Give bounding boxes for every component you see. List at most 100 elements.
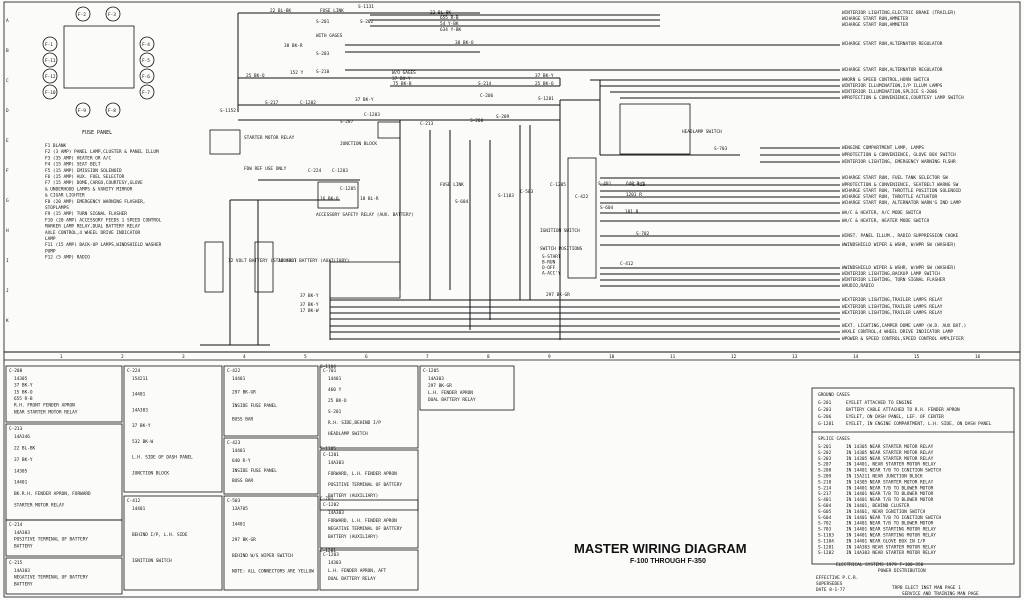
- connector-line: 37 BK-Y: [132, 423, 151, 429]
- ground-desc: EYELET, IN ENGINE COMPARTMENT, L.H. SIDE…: [846, 421, 992, 427]
- connector-line: 14A303: [132, 407, 148, 413]
- fuse-circle: [139, 36, 155, 52]
- wire-label: C-503: [520, 189, 534, 195]
- sheet-border: [3, 1, 1021, 598]
- fuse-circle: [139, 52, 155, 68]
- fuse-list-line: F1 BLANK: [45, 143, 67, 149]
- wire-label: S-203: [316, 51, 330, 57]
- connector-line: 14401: [328, 376, 342, 382]
- wire-label: S-702: [636, 231, 650, 237]
- wire-label: S-1201: [538, 96, 554, 102]
- circuit-label: WA/C & HEATER, HEATER MODE SWITCH: [842, 218, 930, 224]
- headlamp-switch-label: HEADLAMP SWITCH: [682, 129, 722, 135]
- wire-label: 75 BK-B: [393, 81, 412, 87]
- wire-label: C-206: [480, 93, 494, 99]
- grid-number: 14: [853, 354, 859, 360]
- connector-line: 640 R-Y: [232, 458, 251, 464]
- ignition-switch-box: [567, 157, 597, 279]
- wire-label: C-1205: [340, 186, 356, 192]
- circuit-label: WINST. PANEL ILLUM., RADIO SUPPRESSION C…: [842, 233, 959, 239]
- wire-label: C-422: [575, 194, 589, 200]
- wire-label: 22 BL-BK: [270, 8, 292, 14]
- grid-letter: B: [6, 48, 9, 54]
- fuse-circle: [42, 52, 58, 68]
- fuse-list-line: F5 (15 AMP) EMISSION SOLENOID: [45, 168, 122, 174]
- fuse-label: F-9: [78, 108, 86, 114]
- wire-label: 655 R-B: [440, 15, 459, 21]
- splice-id: S-703: [818, 527, 832, 533]
- connector-line: 460 Y: [328, 387, 342, 393]
- circuit-label: WCHARGE START RUN,AMMETER: [842, 22, 908, 28]
- grid-number: 8: [487, 354, 490, 360]
- connector-line: JUNCTION BLOCK: [132, 470, 169, 476]
- ignition-switch-label: IGNITION SWITCH: [540, 228, 580, 234]
- circuit-label: WCHARGE START RUN,AMMETER: [842, 16, 908, 22]
- connector-id: C-1201: [323, 452, 339, 458]
- connector-line: L.H. SIDE OF DASH PANEL: [132, 455, 193, 461]
- connector-line: R.H. SIDE,BEHIND I/P: [328, 420, 381, 426]
- fuse-list-line: F9 (15 AMP) TURN SIGNAL FLASHER: [45, 211, 127, 217]
- wire-label: S-207: [340, 119, 354, 125]
- connector-line: 13A705: [232, 506, 248, 512]
- connector-id: C-215: [9, 560, 23, 566]
- connector-line: BUSS BAR: [232, 478, 254, 484]
- splice-id: S-1104: [818, 538, 834, 544]
- fuse-list-line: F11 (15 AMP) BACK-UP LAMPS,WINDSHIELD WA…: [45, 242, 162, 248]
- splice-desc: IN 14305 NEAR STARTER MOTOR RELAY: [846, 479, 934, 485]
- wire-label: 38 BK-R: [284, 43, 303, 49]
- connector-id: C-1205: [423, 368, 439, 374]
- connector-box: [223, 495, 319, 591]
- wire-label: S-604: [455, 199, 469, 205]
- connector-id: C-208: [9, 368, 23, 374]
- fuse-label: F-10: [45, 90, 56, 96]
- wire-label: C-1205: [550, 182, 566, 188]
- battery-standard-label: 12 VOLT BATTERY (STANDARD): [228, 258, 297, 264]
- fuse-label: F-2: [78, 12, 86, 18]
- wire-label: C-224: [308, 168, 322, 174]
- connector-line: 37 BK-Y: [14, 383, 33, 389]
- grid-number: 5: [304, 354, 307, 360]
- fuse-list-line: F2 (3 AMP) PANEL LAMP,CLUSTER & PANEL IL…: [45, 149, 159, 155]
- splice-id: S-209: [818, 474, 832, 480]
- circuit-label: WINTERIOR LIGHTING, TURN SIGNAL FLASHER: [842, 277, 945, 283]
- fuse-list-line: & CIGAR LIGHTER: [45, 193, 85, 199]
- circuit-label: WPROTECTION & CONVENIENCE, GLOVE BOX SWI…: [842, 152, 956, 158]
- circuit-label: WINTERIOR LIGHTING, EMERGENCY WARNING FL…: [842, 159, 956, 165]
- connector-line: BUSS BAR: [232, 417, 254, 423]
- wire-label: S-1152: [220, 108, 236, 114]
- circuit-label: WWINDSHIELD WIPER & WSHR, W/WPR SW (WASH…: [842, 242, 956, 248]
- battery-auxiliary: [254, 241, 274, 293]
- grid-letter: D: [6, 108, 9, 114]
- connector-line: 297 BK-GR: [232, 537, 256, 543]
- circuit-label: WAUDIO,RADIO: [842, 283, 874, 289]
- circuit-label: WINTERIOR ILLUMINATION,SPLICE S-2006: [842, 89, 938, 95]
- connector-line: 14A303: [14, 530, 30, 536]
- ground-id: G-201: [818, 400, 832, 406]
- junction-block: [377, 121, 401, 139]
- wire-label: 17 BK-W: [300, 308, 319, 314]
- footer-service: SERVICE AND TRAINING MAN PAGE: [902, 591, 979, 597]
- connector-box: [223, 437, 319, 495]
- connector-line: NEGATIVE TERMINAL OF BATTERY: [328, 526, 402, 532]
- splice-desc: IN 14305 NEAR STARTER MOTOR RELAY: [846, 444, 934, 450]
- ground-desc: BATTERY CABLE ATTACHED TO R.H. FENDER AP…: [846, 407, 960, 413]
- grid-number: 15: [914, 354, 920, 360]
- wire-label: S-604: [600, 205, 614, 211]
- wire-label: 38 BK-O: [455, 40, 474, 46]
- ground-id: G-1201: [818, 421, 834, 427]
- wire-label: 18 BL-R: [360, 196, 379, 202]
- wire-label: 54 Y-BK: [440, 21, 459, 27]
- circuit-label: WEXTERIOR LIGHTING,TRAILER LAMPS RELAY: [842, 297, 943, 303]
- connector-box: [5, 557, 123, 595]
- fuse-list-line: F6 (15 AMP) AUX. FUEL SELECTOR: [45, 174, 125, 180]
- fuse-label: F-8: [108, 108, 116, 114]
- splice-desc: IN 15A211 NEAR JUNCTION BLOCK: [846, 474, 923, 480]
- fuse-label: F-5: [142, 58, 150, 64]
- connector-line: 14401: [132, 392, 146, 398]
- wire-label: FUSE LINK: [320, 8, 344, 14]
